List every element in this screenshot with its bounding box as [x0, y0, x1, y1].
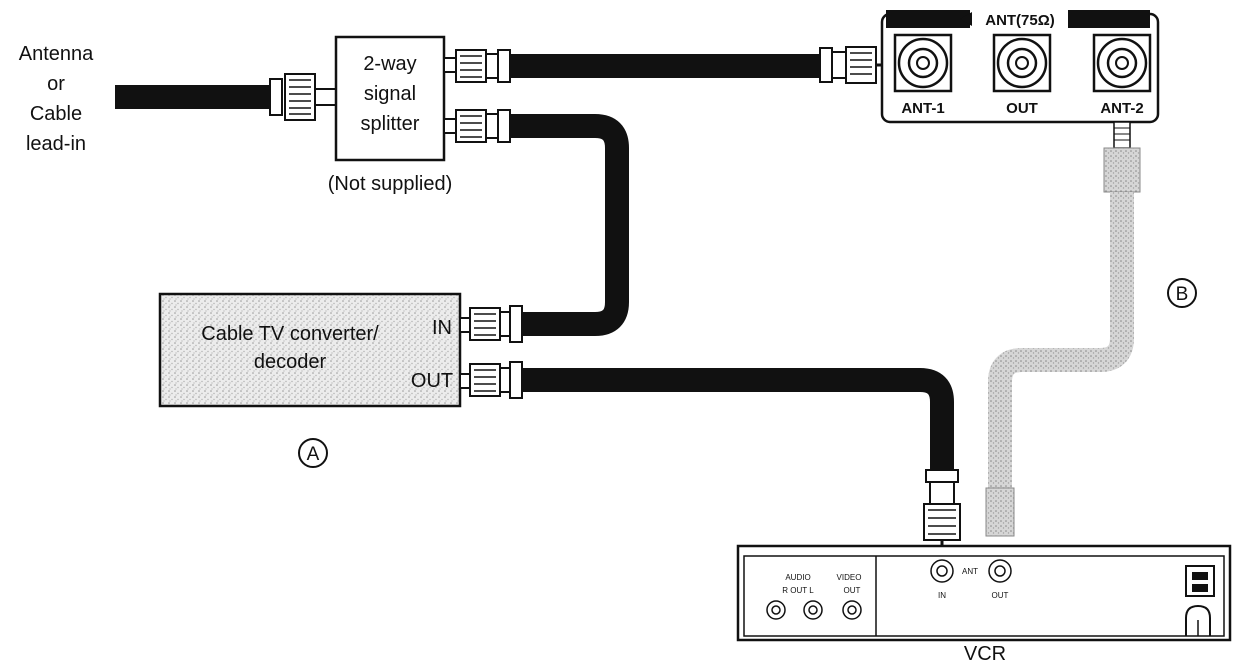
source-line-4: lead-in — [26, 133, 86, 155]
splitter: 2-way signal splitter (Not supplied) — [328, 35, 453, 195]
vcr-audio-l-jack — [803, 600, 823, 620]
vcr-audio-r-jack — [766, 600, 786, 620]
ant2-jack — [1092, 33, 1152, 93]
vcr-ant-out-jack — [988, 559, 1012, 583]
ant2-label: ANT-2 — [1100, 100, 1143, 117]
ant1-label: ANT-1 — [901, 100, 944, 117]
converter-out-label: OUT — [411, 370, 453, 392]
vcr: AUDIO R OUT L VIDEO OUT ANT IN OUT — [736, 544, 1232, 665]
vcr-video-out-jack — [842, 600, 862, 620]
marker-a: A — [298, 438, 328, 468]
cable-splitter-to-tv — [510, 46, 890, 84]
vcr-audio-label: AUDIO — [785, 573, 810, 582]
source-line-1: Antenna — [19, 43, 94, 65]
splitter-note: (Not supplied) — [328, 173, 453, 195]
marker-a-label: A — [307, 444, 320, 465]
cable-a — [522, 368, 961, 548]
splitter-connector-bottom — [443, 109, 511, 143]
source-line-3: Cable — [30, 103, 82, 125]
tv-panel-title: ANT(75Ω) — [985, 12, 1055, 29]
vcr-ant-in-jack — [930, 559, 954, 583]
lead-in-cable — [115, 73, 338, 121]
converter-in-label: IN — [432, 317, 452, 339]
splitter-connector-top — [443, 49, 511, 83]
vcr-power-socket — [1185, 565, 1215, 597]
vcr-audio-sub: R OUT L — [782, 586, 814, 595]
cable-splitter-to-converter — [510, 114, 629, 336]
tv-antenna-panel: ANT(75Ω) ANT-1 OUT ANT-2 — [880, 10, 1160, 124]
vcr-video-sub: OUT — [844, 586, 861, 595]
ant1-jack — [893, 33, 953, 93]
marker-b: B — [1167, 278, 1197, 308]
converter-line-2: decoder — [254, 351, 327, 373]
vcr-ant-out-label: OUT — [992, 591, 1009, 600]
splitter-line-3: splitter — [361, 113, 420, 135]
out-label: OUT — [1006, 100, 1038, 117]
converter-out-connector — [459, 361, 523, 399]
splitter-line-1: 2-way — [363, 53, 416, 75]
out-jack — [992, 33, 1052, 93]
source-label: Antenna or Cable lead-in — [19, 43, 94, 155]
marker-b-label: B — [1176, 284, 1189, 305]
converter-in-connector — [459, 305, 523, 343]
cable-tv-converter: Cable TV converter/ decoder IN OUT — [158, 292, 462, 408]
converter-line-1: Cable TV converter/ — [201, 323, 379, 345]
splitter-line-2: signal — [364, 83, 416, 105]
vcr-label: VCR — [964, 643, 1006, 665]
vcr-ant-in-label: IN — [938, 591, 946, 600]
vcr-video-label: VIDEO — [837, 573, 862, 582]
vcr-ant-label: ANT — [962, 567, 978, 576]
source-line-2: or — [47, 73, 65, 95]
cable-b — [985, 121, 1141, 537]
